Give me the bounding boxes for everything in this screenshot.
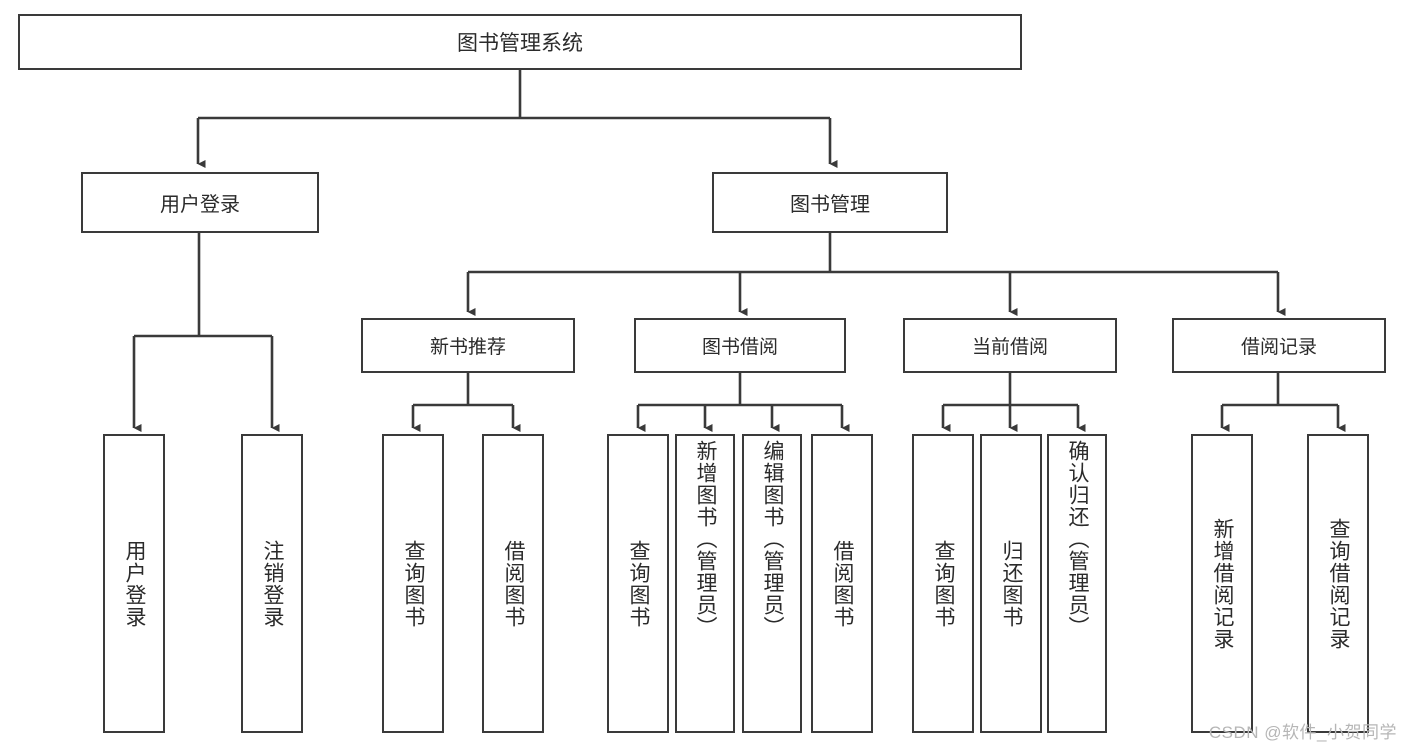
node-label: 当前借阅 — [971, 337, 1048, 358]
node-label: 图书管理 — [790, 194, 870, 216]
leaf-label: 查询图书 — [932, 539, 956, 628]
node-label: 用户登录 — [160, 194, 240, 216]
node-book-management[interactable]: 图书管理 — [712, 172, 948, 233]
leaf-query-book-recommend[interactable]: 查询图书 — [382, 434, 444, 733]
leaf-label: 用户登录 — [123, 539, 147, 628]
leaf-label: 编辑图书（管理员） — [761, 440, 785, 638]
node-user-login[interactable]: 用户登录 — [81, 172, 319, 233]
leaf-label: 归还图书 — [1000, 539, 1024, 628]
leaf-label: 新增图书（管理员） — [694, 440, 718, 638]
leaf-label: 查询借阅记录 — [1327, 517, 1351, 650]
node-label: 借阅记录 — [1240, 337, 1317, 358]
leaf-label: 查询图书 — [402, 539, 426, 628]
node-label: 图书管理系统 — [457, 32, 583, 55]
leaf-borrow-book[interactable]: 借阅图书 — [811, 434, 873, 733]
leaf-label: 查询图书 — [627, 539, 651, 628]
leaf-return-book[interactable]: 归还图书 — [980, 434, 1042, 733]
leaf-logout-login[interactable]: 注销登录 — [241, 434, 303, 733]
leaf-label: 注销登录 — [261, 539, 285, 628]
node-book-borrow[interactable]: 图书借阅 — [634, 318, 846, 373]
node-label: 新书推荐 — [429, 337, 506, 358]
leaf-query-borrow-record[interactable]: 查询借阅记录 — [1307, 434, 1369, 733]
leaf-label: 新增借阅记录 — [1211, 517, 1235, 650]
leaf-add-borrow-record[interactable]: 新增借阅记录 — [1191, 434, 1253, 733]
leaf-user-login[interactable]: 用户登录 — [103, 434, 165, 733]
leaf-add-book-admin[interactable]: 新增图书（管理员） — [675, 434, 735, 733]
node-label: 图书借阅 — [701, 337, 778, 358]
node-borrow-record[interactable]: 借阅记录 — [1172, 318, 1386, 373]
csdn-watermark: CSDN @软件_小贺同学 — [1208, 723, 1397, 742]
node-root-book-management-system[interactable]: 图书管理系统 — [18, 14, 1022, 70]
leaf-query-book-current[interactable]: 查询图书 — [912, 434, 974, 733]
leaf-borrow-book-recommend[interactable]: 借阅图书 — [482, 434, 544, 733]
leaf-query-book-borrow[interactable]: 查询图书 — [607, 434, 669, 733]
leaf-edit-book-admin[interactable]: 编辑图书（管理员） — [742, 434, 802, 733]
leaf-confirm-return-admin[interactable]: 确认归还（管理员） — [1047, 434, 1107, 733]
leaf-label: 确认归还（管理员） — [1066, 440, 1090, 638]
node-new-book-recommend[interactable]: 新书推荐 — [361, 318, 575, 373]
leaf-label: 借阅图书 — [502, 539, 526, 628]
node-current-borrow[interactable]: 当前借阅 — [903, 318, 1117, 373]
leaf-label: 借阅图书 — [831, 539, 855, 628]
